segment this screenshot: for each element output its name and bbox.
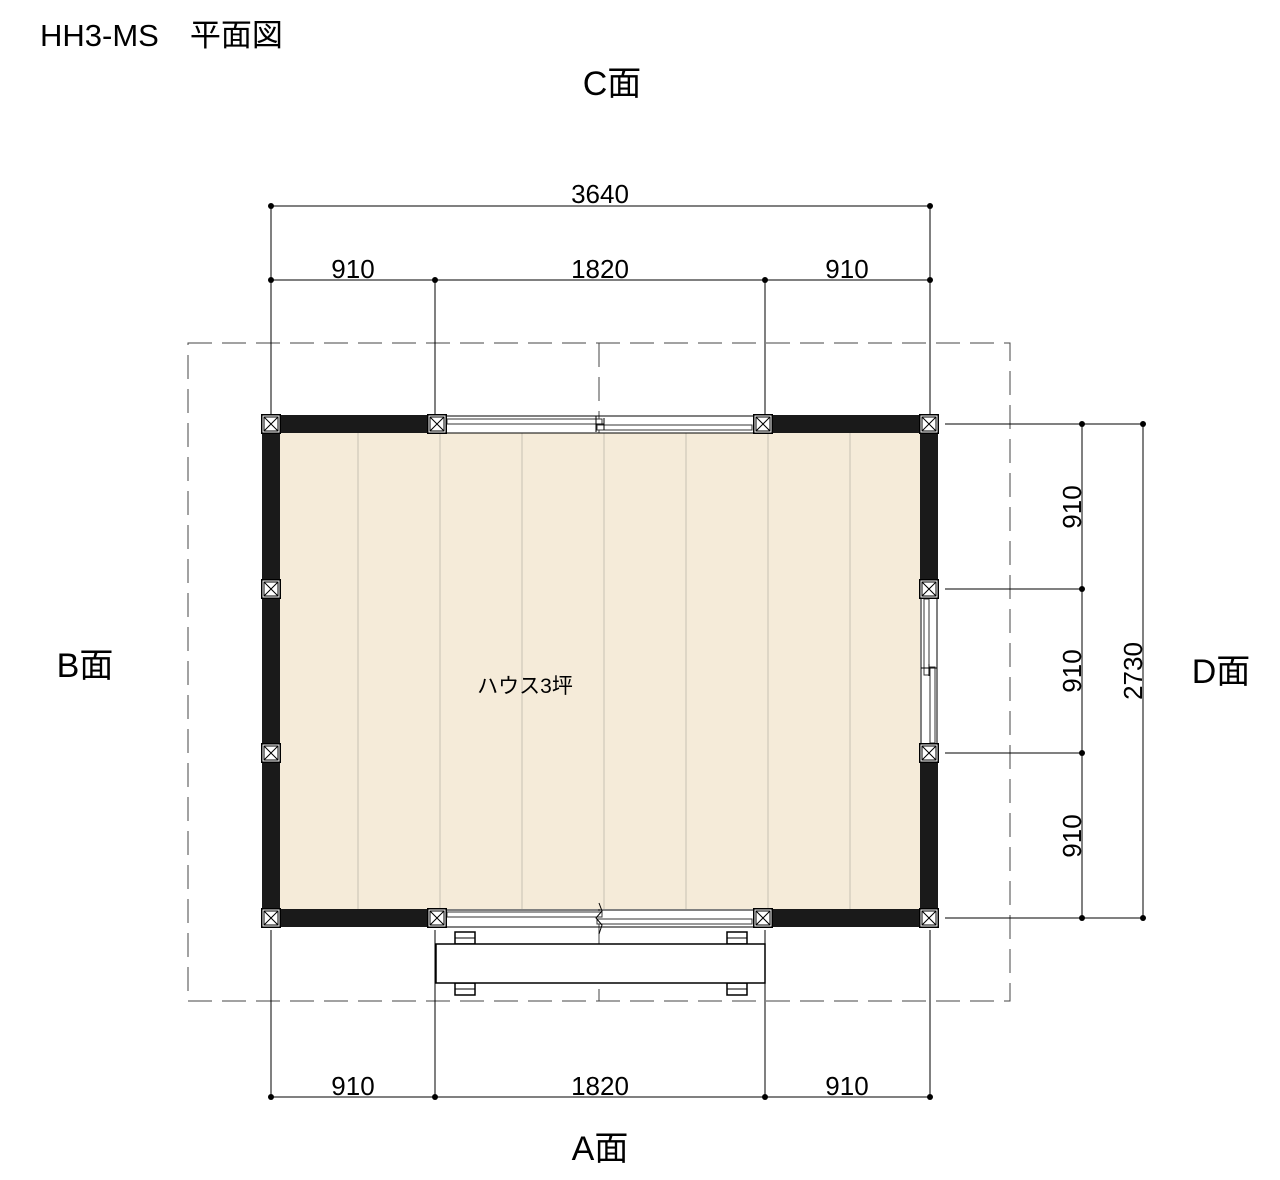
face-label-a: A面 bbox=[572, 1130, 629, 1168]
top-sliding-window bbox=[446, 415, 753, 434]
dimension-dot bbox=[927, 1094, 933, 1100]
dimension-dot bbox=[432, 277, 438, 283]
top-segment-label-right: 910 bbox=[825, 254, 868, 284]
face-label-c: C面 bbox=[583, 65, 642, 103]
column bbox=[262, 580, 281, 599]
window-marker bbox=[921, 664, 937, 676]
window-panel bbox=[446, 418, 603, 425]
door-panel bbox=[446, 911, 603, 918]
door-panel bbox=[596, 918, 753, 925]
top-segment-label-left: 910 bbox=[331, 254, 374, 284]
wall-bottom-left bbox=[262, 909, 437, 927]
window-panel bbox=[929, 666, 936, 744]
dimension-dot bbox=[268, 203, 274, 209]
wall-right-upper bbox=[920, 415, 938, 589]
right-segment-label-bottom: 910 bbox=[1057, 814, 1087, 857]
bottom-segment-label-right: 910 bbox=[825, 1071, 868, 1101]
face-label-b: B面 bbox=[57, 647, 114, 685]
right-dimensions: 910 910 910 2730 bbox=[945, 421, 1148, 921]
column bbox=[754, 909, 773, 928]
wall-left bbox=[262, 415, 280, 927]
dimension-dot bbox=[1140, 915, 1146, 921]
wall-bottom-right bbox=[763, 909, 938, 927]
dimension-dot bbox=[762, 1094, 768, 1100]
dimension-dot bbox=[268, 1094, 274, 1100]
dimension-dot bbox=[1079, 915, 1085, 921]
window-panel bbox=[596, 424, 753, 431]
dimension-dot bbox=[927, 277, 933, 283]
column bbox=[920, 415, 939, 434]
column bbox=[920, 580, 939, 599]
wall-top-left bbox=[262, 415, 437, 433]
floor-area bbox=[280, 433, 920, 909]
room-label: ハウス3坪 bbox=[477, 675, 573, 698]
right-segment-label-top: 910 bbox=[1057, 485, 1087, 528]
top-dimensions: 3640 910 1820 910 bbox=[268, 179, 933, 415]
bottom-segment-label-left: 910 bbox=[331, 1071, 374, 1101]
window-panel bbox=[923, 598, 930, 676]
dimension-dot bbox=[927, 203, 933, 209]
right-sliding-window bbox=[920, 598, 938, 744]
dimension-dot bbox=[1079, 750, 1085, 756]
floor-boards bbox=[357, 433, 851, 909]
dimension-dot bbox=[1079, 421, 1085, 427]
column bbox=[428, 909, 447, 928]
column bbox=[262, 909, 281, 928]
walls bbox=[262, 415, 938, 927]
column bbox=[754, 415, 773, 434]
wall-top-right bbox=[763, 415, 938, 433]
porch-step bbox=[435, 931, 766, 996]
column bbox=[428, 415, 447, 434]
dimension-dot bbox=[432, 1094, 438, 1100]
wall-right-lower bbox=[920, 753, 938, 927]
dimension-dot bbox=[268, 277, 274, 283]
right-segment-label-middle: 910 bbox=[1057, 649, 1087, 692]
column bbox=[262, 744, 281, 763]
dimension-dot bbox=[1079, 586, 1085, 592]
drawing-title: HH3-MS 平面図 bbox=[40, 18, 283, 53]
dimension-dot bbox=[1140, 421, 1146, 427]
top-total-dimension-label: 3640 bbox=[571, 179, 629, 209]
column bbox=[920, 909, 939, 928]
top-segment-label-center: 1820 bbox=[571, 254, 629, 284]
column bbox=[262, 415, 281, 434]
bottom-sliding-door bbox=[446, 902, 753, 935]
step-board bbox=[435, 943, 766, 984]
column bbox=[920, 744, 939, 763]
door-marker bbox=[595, 902, 603, 935]
face-label-d: D面 bbox=[1192, 653, 1251, 691]
dimension-dot bbox=[762, 277, 768, 283]
window-marker bbox=[595, 416, 605, 432]
bottom-segment-label-center: 1820 bbox=[571, 1071, 629, 1101]
right-total-dimension-label: 2730 bbox=[1118, 642, 1148, 700]
